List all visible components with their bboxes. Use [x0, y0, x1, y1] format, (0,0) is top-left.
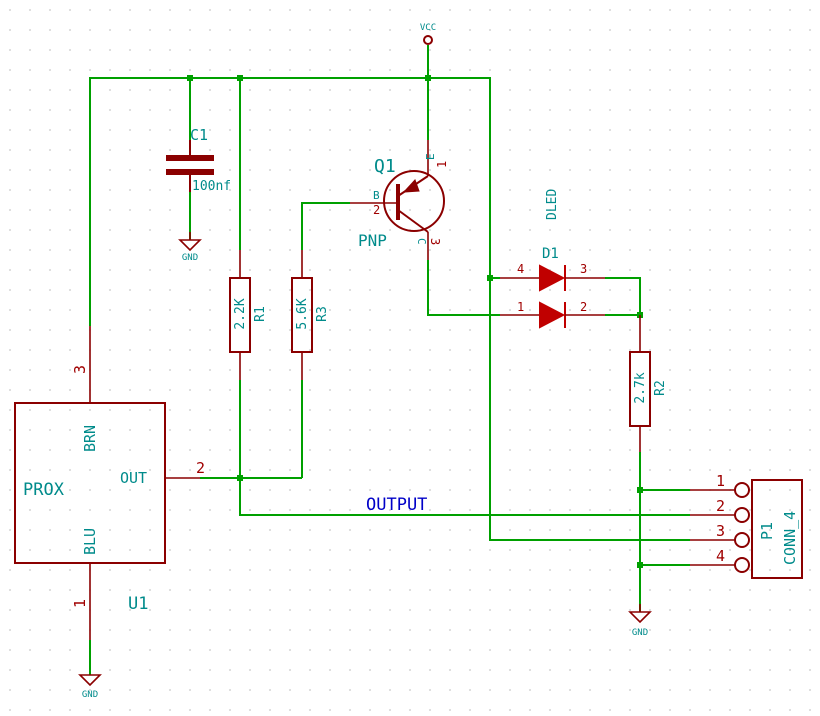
r2-ref: R2 [653, 380, 668, 396]
p1-pin-1: 1 [716, 472, 725, 490]
r1-ref: R1 [253, 306, 268, 322]
u1-ref: U1 [128, 594, 148, 614]
u1-value: PROX [23, 480, 65, 500]
led-d1: DLED D1 4 3 1 2 [500, 189, 605, 329]
wire-top-rail [89, 77, 690, 541]
junction [237, 75, 243, 81]
d1-ref: D1 [542, 246, 559, 262]
u1-brn: BRN [81, 425, 99, 452]
q1-emitter-num: 1 [435, 161, 449, 168]
net-label-output: OUTPUT [366, 495, 427, 515]
wire-r3-base [301, 202, 350, 250]
wire-output-net [239, 380, 690, 516]
sensor-u1: PROX BRN OUT BLU 3 2 1 U1 [14, 326, 205, 640]
vcc-label: VCC [420, 23, 436, 33]
resistor-r3: 5.6K R3 [291, 250, 330, 380]
q1-base-num: 2 [373, 203, 380, 217]
u1-out: OUT [120, 469, 147, 487]
p1-value: CONN_4 [781, 511, 799, 565]
d1-pin-1: 1 [517, 300, 524, 314]
q1-emitter-letter: E [424, 153, 437, 160]
d1-pin-4: 4 [517, 262, 524, 276]
p1-ref: P1 [758, 522, 776, 540]
gnd-symbol-u1: GND [78, 674, 102, 700]
q1-value: PNP [358, 231, 387, 250]
wires [89, 45, 690, 675]
capacitor-c1: C1 100nf [166, 126, 231, 194]
junction [237, 475, 243, 481]
r1-value: 2.2K [233, 298, 248, 329]
resistor-r2: 2.7k R2 [629, 315, 668, 452]
c1-ref: C1 [190, 126, 208, 144]
junction [425, 75, 431, 81]
u1-blu: BLU [81, 528, 99, 555]
junction [187, 75, 193, 81]
transistor-q1: Q1 PNP B 2 E 1 C 3 [350, 140, 449, 260]
c1-value: 100nf [192, 179, 231, 194]
p1-pin-3: 3 [716, 522, 725, 540]
d1-pin-2: 2 [580, 300, 587, 314]
gnd-label: GND [182, 253, 198, 263]
p1-pin-2: 2 [716, 497, 725, 515]
vcc-symbol: VCC [420, 23, 436, 45]
gnd-label: GND [82, 690, 98, 700]
p1-pin-4: 4 [716, 547, 725, 565]
q1-ref: Q1 [374, 156, 396, 177]
junction [487, 275, 493, 281]
r3-value: 5.6K [295, 298, 310, 329]
u1-pin-2: 2 [196, 459, 205, 477]
junction [637, 487, 643, 493]
gnd-symbol-r2: GND [628, 604, 652, 638]
gnd-label: GND [632, 628, 648, 638]
r2-value: 2.7k [633, 372, 648, 403]
connector-p1: 1 2 3 4 P1 CONN_4 [690, 472, 803, 579]
q1-collector-num: 3 [428, 238, 442, 245]
q1-base-letter: B [373, 189, 380, 202]
d1-value: DLED [545, 189, 560, 220]
junction [637, 562, 643, 568]
u1-pin-1: 1 [71, 599, 89, 608]
r3-ref: R3 [315, 306, 330, 322]
gnd-symbol-c1: GND [178, 232, 202, 263]
u1-pin-3: 3 [71, 365, 89, 374]
wire-collector-d1 [427, 260, 500, 316]
d1-pin-3: 3 [580, 262, 587, 276]
resistor-r1: 2.2K R1 [229, 250, 268, 380]
q1-collector-letter: C [415, 238, 428, 245]
wire-d1-pin3 [605, 277, 641, 315]
